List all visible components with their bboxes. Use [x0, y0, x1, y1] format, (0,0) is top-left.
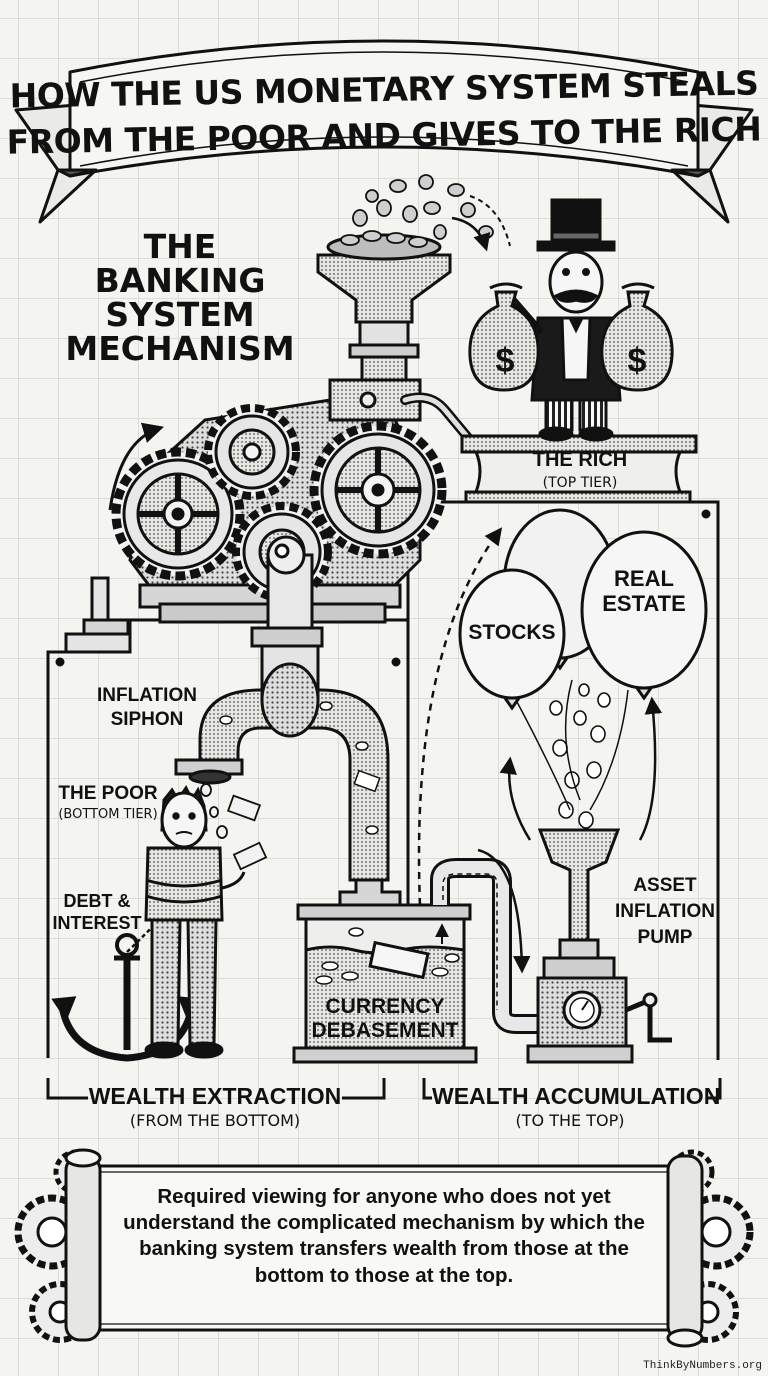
label-asset: ASSET: [633, 875, 697, 896]
rotation-arrow: [108, 422, 165, 511]
section-extraction-sub: (FROM THE BOTTOM): [129, 1111, 301, 1130]
money-bag-left: [468, 282, 540, 392]
mechanism-line-1: THE: [143, 227, 217, 266]
label-the-rich: THE RICH: [532, 449, 628, 471]
label-top-tier: (TOP TIER): [542, 475, 618, 491]
label-siphon: SIPHON: [110, 709, 184, 730]
falling-money: [200, 783, 268, 871]
rich-figure: [507, 198, 643, 442]
caption-scroll: [64, 1148, 704, 1348]
mechanism-line-3: SYSTEM: [105, 294, 255, 334]
gear-top: [204, 404, 300, 500]
mechanism-line-2: BANKING: [94, 260, 266, 300]
section-wealth-extraction: WEALTH EXTRACTION: [88, 1083, 342, 1109]
label-asset-inflation: INFLATION: [615, 901, 715, 922]
falling-coins: [340, 174, 494, 248]
coin-funnel: [316, 174, 511, 387]
label-interest: INTEREST: [52, 913, 142, 933]
flow-to-rich-arrow: [417, 527, 503, 906]
watermark: ThinkByNumbers.org: [643, 1360, 762, 1372]
caption-text: Required viewing for anyone who does not…: [123, 1185, 645, 1287]
label-currency: CURRENCY: [325, 995, 445, 1018]
currency-vat: [292, 878, 478, 1064]
balloons: [458, 508, 708, 811]
rich-pedestal: [460, 434, 698, 504]
label-estate: ESTATE: [602, 591, 686, 616]
dollar-sign-right: $: [627, 342, 647, 380]
pump-coins: [549, 683, 611, 829]
poor-figure: [144, 785, 246, 1059]
label-pump: PUMP: [637, 927, 693, 948]
label-stocks: STOCKS: [468, 621, 556, 644]
gear-large-left: [111, 447, 245, 581]
mechanism-line-4: MECHANISM: [65, 328, 295, 368]
label-real: REAL: [614, 566, 674, 591]
label-debt: DEBT &: [63, 891, 131, 911]
label-inflation: INFLATION: [97, 685, 197, 706]
gear-right: [309, 421, 447, 559]
valve-stub: [64, 576, 132, 654]
section-accumulation-sub: (TO THE TOP): [515, 1111, 625, 1130]
inflation-siphon-pipe: [174, 535, 390, 882]
asset-pump: [499, 683, 672, 1064]
section-wealth-accumulation: WEALTH ACCUMULATION: [432, 1083, 721, 1109]
label-the-poor: THE POOR: [58, 783, 158, 804]
money-bag-right: [600, 282, 674, 392]
connector-pipe: [430, 848, 540, 1034]
mechanism-heading: THE BANKING SYSTEM MECHANISM: [60, 230, 300, 366]
title-banner: [14, 39, 754, 224]
label-debasement: DEBASEMENT: [311, 1019, 459, 1042]
dollar-sign-left: $: [495, 342, 515, 380]
label-bottom-tier: (BOTTOM TIER): [58, 807, 158, 822]
section-brackets: [46, 1078, 722, 1100]
